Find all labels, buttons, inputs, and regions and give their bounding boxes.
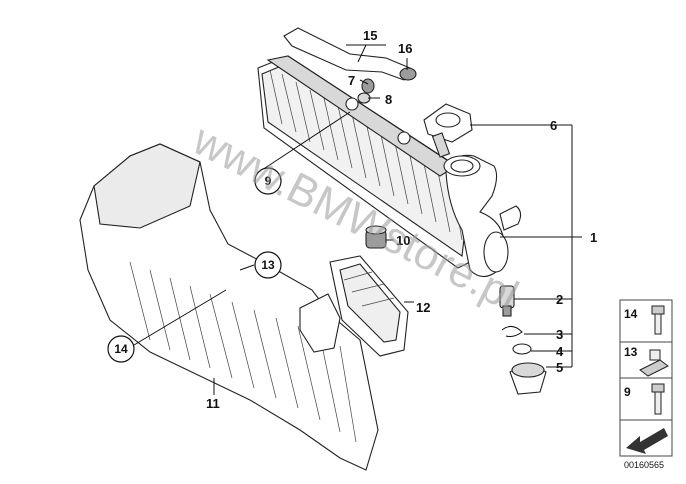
direction-arrow-icon [626, 428, 668, 454]
diagram-id: 00160565 [624, 460, 664, 470]
label-5: 5 [556, 360, 563, 375]
legend-label-9: 9 [624, 385, 631, 399]
hose [283, 27, 417, 81]
callout-13: 13 [261, 258, 275, 272]
label-12: 12 [416, 300, 430, 315]
bracket [299, 255, 409, 357]
screw-icon [651, 383, 665, 415]
label-11: 11 [206, 396, 220, 411]
callout-14-circle [107, 335, 135, 363]
filler-cap [423, 103, 473, 158]
part-labels: 15 16 7 8 6 1 10 2 12 3 4 5 11 [206, 28, 597, 411]
clip-nut-icon [639, 349, 669, 377]
label-6: 6 [550, 118, 557, 133]
callout-13-circle [254, 251, 282, 279]
label-4: 4 [556, 344, 564, 359]
label-2: 2 [556, 292, 563, 307]
leader-lines [133, 44, 582, 395]
circled-callouts: 9 13 14 [107, 167, 282, 363]
label-7: 7 [348, 73, 355, 88]
callout-14: 14 [114, 342, 128, 356]
temperature-sensor [499, 285, 515, 317]
expansion-pipe [443, 154, 522, 278]
label-1: 1 [590, 230, 597, 245]
legend-label-13: 13 [624, 345, 638, 359]
retaining-clip [501, 326, 523, 337]
fastener-legend: 14 13 9 00160565 [619, 299, 673, 470]
callout-9: 9 [265, 174, 272, 188]
drain-plug [509, 362, 547, 395]
label-3: 3 [556, 327, 563, 342]
label-8: 8 [385, 92, 392, 107]
callout-9-circle [254, 167, 282, 195]
label-16: 16 [398, 41, 412, 56]
rubber-mount [365, 225, 387, 249]
label-15: 15 [363, 28, 377, 43]
legend-box-arrow [619, 419, 673, 457]
shroud-slats [129, 261, 357, 443]
legend-label-14: 14 [624, 307, 638, 321]
o-ring [512, 343, 532, 355]
air-duct-shroud [79, 143, 379, 471]
radiator [257, 55, 479, 269]
bolt-icon [651, 305, 665, 335]
label-10: 10 [396, 233, 410, 248]
